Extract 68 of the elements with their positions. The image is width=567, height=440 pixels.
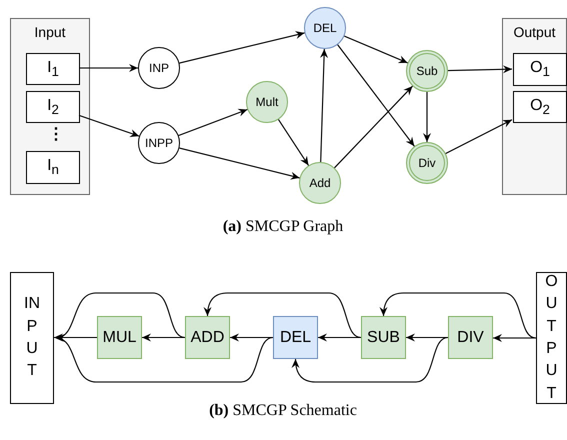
function-box: [185, 316, 230, 359]
node-label: Mult: [256, 95, 278, 109]
arrow: [292, 336, 448, 383]
terminal-box: [513, 53, 567, 86]
arrow: [179, 31, 305, 64]
node-label: INPP: [144, 136, 173, 150]
function-box: [361, 316, 406, 359]
panel-title: Output: [513, 24, 556, 40]
arrow: [334, 86, 413, 168]
arrow: [337, 44, 415, 147]
node-label: Div: [418, 156, 436, 170]
node-label: I$_{2}$: [47, 96, 59, 118]
arrow: [79, 64, 138, 72]
arrow: [344, 36, 408, 64]
node-circle: [406, 50, 448, 92]
node-label: DIV: [457, 328, 484, 346]
terminal-box: [26, 53, 80, 85]
node-label: OUTPUT: [544, 272, 559, 404]
node-circle: [304, 7, 346, 49]
node-circle: [406, 142, 448, 184]
terminal-box: [513, 91, 567, 123]
terminal-box: [26, 91, 80, 123]
arrow: [78, 114, 140, 137]
ellipsis-mark: ⋮: [48, 125, 60, 144]
arrow: [406, 334, 448, 342]
arrow: [380, 292, 536, 339]
arrow: [445, 119, 512, 154]
node-label: Add: [309, 176, 331, 190]
node-label: I$_{1}$: [47, 58, 59, 80]
arrow: [423, 92, 431, 142]
figure-caption: (a) SMCGP Graph: [222, 218, 344, 236]
terminal-box: [536, 272, 567, 404]
node-circle: [246, 81, 288, 123]
arrow: [179, 148, 300, 180]
group-panel: [502, 18, 567, 195]
function-box: [448, 316, 493, 359]
figure-caption: (b) SMCGP Schematic: [209, 402, 357, 420]
node-circle: [138, 122, 180, 164]
arrow: [142, 334, 185, 342]
node-label: Sub: [416, 64, 438, 78]
function-box: [273, 316, 318, 359]
arrow: [54, 334, 97, 342]
arrow: [204, 292, 362, 338]
arrow: [318, 334, 361, 342]
node-circle: [299, 162, 341, 204]
arrow: [320, 48, 328, 162]
node-label: SUB: [367, 328, 400, 346]
node-label: INP: [148, 61, 169, 75]
node-label: O$_{2}$: [530, 96, 550, 118]
terminal-box: [26, 151, 80, 184]
function-box: [97, 316, 142, 359]
node-label: INPUT: [24, 294, 40, 382]
node-label: DEL: [313, 21, 337, 35]
group-panel: [10, 18, 90, 195]
arrow: [178, 108, 248, 136]
node-label: ADD: [190, 328, 224, 346]
arrow: [493, 334, 536, 342]
node-label: I$_{n}$: [47, 157, 59, 178]
terminal-box: [10, 272, 54, 404]
panel-title: Input: [34, 24, 66, 40]
node-label: O$_{1}$: [530, 59, 550, 80]
arrow: [56, 336, 274, 383]
node-label: DEL: [280, 328, 312, 346]
node-label: MUL: [102, 328, 136, 346]
node-circle: [138, 47, 180, 89]
arrow: [230, 334, 273, 342]
arrow: [448, 65, 512, 74]
arrow: [278, 119, 309, 166]
